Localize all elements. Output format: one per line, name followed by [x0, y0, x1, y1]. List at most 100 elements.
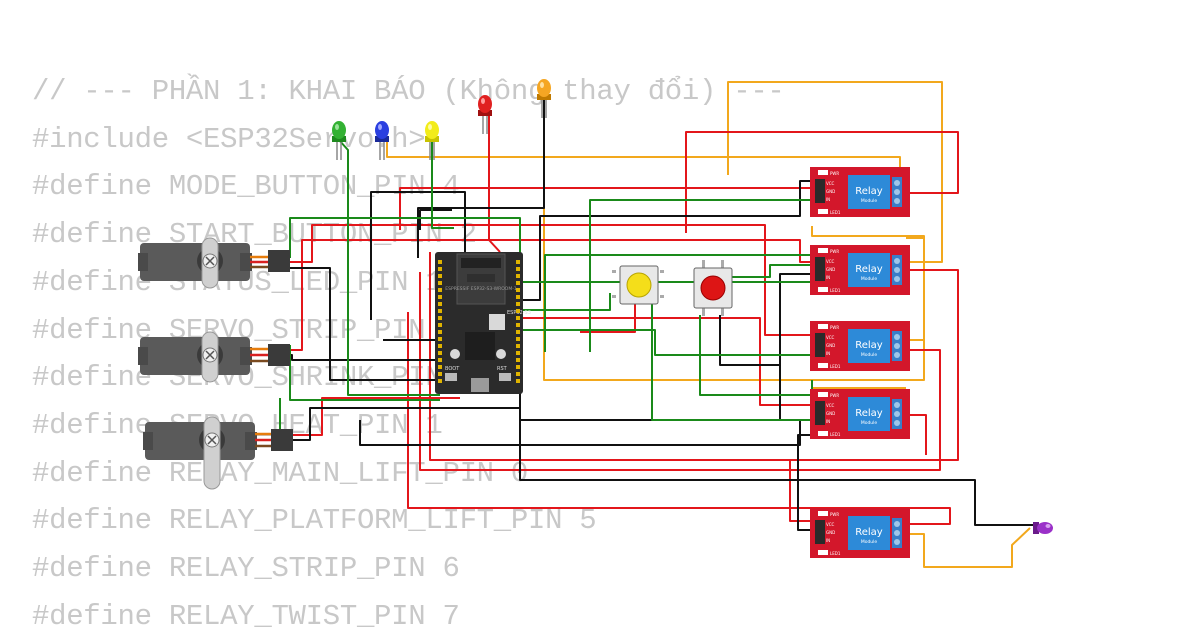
wire-red[interactable] [407, 312, 951, 525]
wire-black[interactable] [370, 191, 466, 320]
wire-green[interactable] [431, 140, 454, 229]
header-pin[interactable] [438, 260, 442, 264]
header-pin[interactable] [438, 379, 442, 383]
wire-green[interactable] [519, 281, 812, 360]
wire-green[interactable] [589, 199, 812, 352]
header-pin[interactable] [516, 344, 520, 348]
header-pin[interactable] [438, 351, 442, 355]
header-pin[interactable] [438, 330, 442, 334]
wire-black[interactable] [719, 273, 812, 366]
wire-black[interactable] [417, 100, 545, 258]
wire-green[interactable] [699, 315, 813, 396]
header-pin[interactable] [438, 316, 442, 320]
wire-green[interactable] [520, 329, 813, 356]
wire-red[interactable] [399, 187, 812, 230]
relay-module[interactable]: PWR VCC GND IN LED1 Relay Module [810, 167, 910, 217]
wire-green[interactable] [520, 293, 611, 311]
header-pin[interactable] [516, 358, 520, 362]
header-pin[interactable] [438, 344, 442, 348]
wire-black[interactable] [797, 434, 812, 531]
header-pin[interactable] [438, 358, 442, 362]
wire-red[interactable] [906, 414, 927, 455]
wire-red[interactable] [290, 239, 812, 351]
wire-red[interactable] [580, 302, 636, 333]
wire-black[interactable] [290, 354, 440, 361]
header-pin[interactable] [516, 267, 520, 271]
led-red[interactable] [478, 95, 492, 134]
header-pin[interactable] [516, 302, 520, 306]
wire-red[interactable] [290, 397, 460, 436]
header-pin[interactable] [438, 295, 442, 299]
relay-vcc-label: VCC [826, 181, 835, 186]
relay-module[interactable]: PWR VCC GND IN LED1 Relay Module [810, 245, 910, 295]
header-pin[interactable] [516, 274, 520, 278]
header-pin[interactable] [516, 288, 520, 292]
wire-orange[interactable] [727, 81, 943, 263]
wire-orange[interactable] [811, 226, 925, 341]
servo-motor[interactable] [138, 237, 290, 289]
wire-orange[interactable] [386, 140, 901, 171]
esp32-board[interactable]: ESPRESSIF ESP32-S3-WROOM-1 ESP32-S3 BOOT… [435, 252, 531, 394]
header-pin[interactable] [438, 274, 442, 278]
header-pin[interactable] [516, 295, 520, 299]
relay-pwr-label: PWR [830, 249, 839, 254]
relay-module[interactable]: PWR VCC GND IN LED1 Relay Module [810, 321, 910, 371]
wire-green[interactable] [338, 139, 440, 396]
wire-green[interactable] [289, 217, 521, 262]
header-pin[interactable] [516, 372, 520, 376]
wire-red[interactable] [685, 131, 959, 233]
led-orange[interactable] [537, 79, 551, 118]
wire-orange[interactable] [906, 527, 1031, 568]
servo-motor[interactable] [143, 416, 293, 490]
led-green[interactable] [332, 121, 346, 160]
wire-green[interactable] [700, 264, 812, 278]
wire-red[interactable] [429, 252, 959, 461]
relay-module[interactable]: PWR VCC GND IN LED1 Relay Module [810, 508, 910, 558]
header-pin[interactable] [516, 330, 520, 334]
header-pin[interactable] [516, 316, 520, 320]
wire-red[interactable] [419, 272, 941, 471]
led-blue[interactable] [375, 121, 389, 160]
header-pin[interactable] [516, 351, 520, 355]
header-pin[interactable] [438, 267, 442, 271]
header-pin[interactable] [438, 323, 442, 327]
push-button-yellow[interactable] [612, 265, 664, 305]
relay-vcc-label: VCC [826, 403, 835, 408]
header-pin[interactable] [516, 365, 520, 369]
header-pin[interactable] [516, 309, 520, 313]
push-button-red[interactable] [693, 260, 733, 316]
relay-gnd-label: GND [826, 343, 835, 348]
wire-green[interactable] [544, 254, 812, 352]
header-pin[interactable] [516, 337, 520, 341]
wire-black[interactable] [419, 209, 452, 230]
wire-red[interactable] [520, 317, 812, 406]
header-pin[interactable] [438, 309, 442, 313]
wire-red[interactable] [290, 224, 812, 336]
header-pin[interactable] [438, 302, 442, 306]
wire-black[interactable] [359, 419, 812, 446]
wire-black[interactable] [290, 267, 440, 381]
rst-label: RST [497, 366, 508, 372]
servo-motor[interactable] [138, 331, 290, 383]
code-line: #define MODE_BUTTON_PIN 4 [32, 170, 460, 204]
header-pin[interactable] [438, 365, 442, 369]
wire-green[interactable] [289, 345, 440, 401]
header-pin[interactable] [438, 281, 442, 285]
header-pin[interactable] [516, 260, 520, 264]
header-pin[interactable] [516, 281, 520, 285]
header-pin[interactable] [438, 288, 442, 292]
led-yellow[interactable] [425, 121, 439, 160]
header-pin[interactable] [516, 379, 520, 383]
header-pin[interactable] [438, 372, 442, 376]
relay-gnd-label: GND [826, 267, 835, 272]
header-pin[interactable] [516, 323, 520, 327]
wire-green[interactable] [279, 398, 290, 431]
relay-module[interactable]: PWR VCC GND IN LED1 Relay Module [810, 389, 910, 439]
header-pin[interactable] [438, 337, 442, 341]
wire-black[interactable] [520, 180, 812, 301]
relay-in-label: IN [826, 275, 830, 280]
led-purple[interactable] [1033, 522, 1053, 534]
relay-vcc-label: VCC [826, 259, 835, 264]
wire-green[interactable] [651, 300, 812, 421]
